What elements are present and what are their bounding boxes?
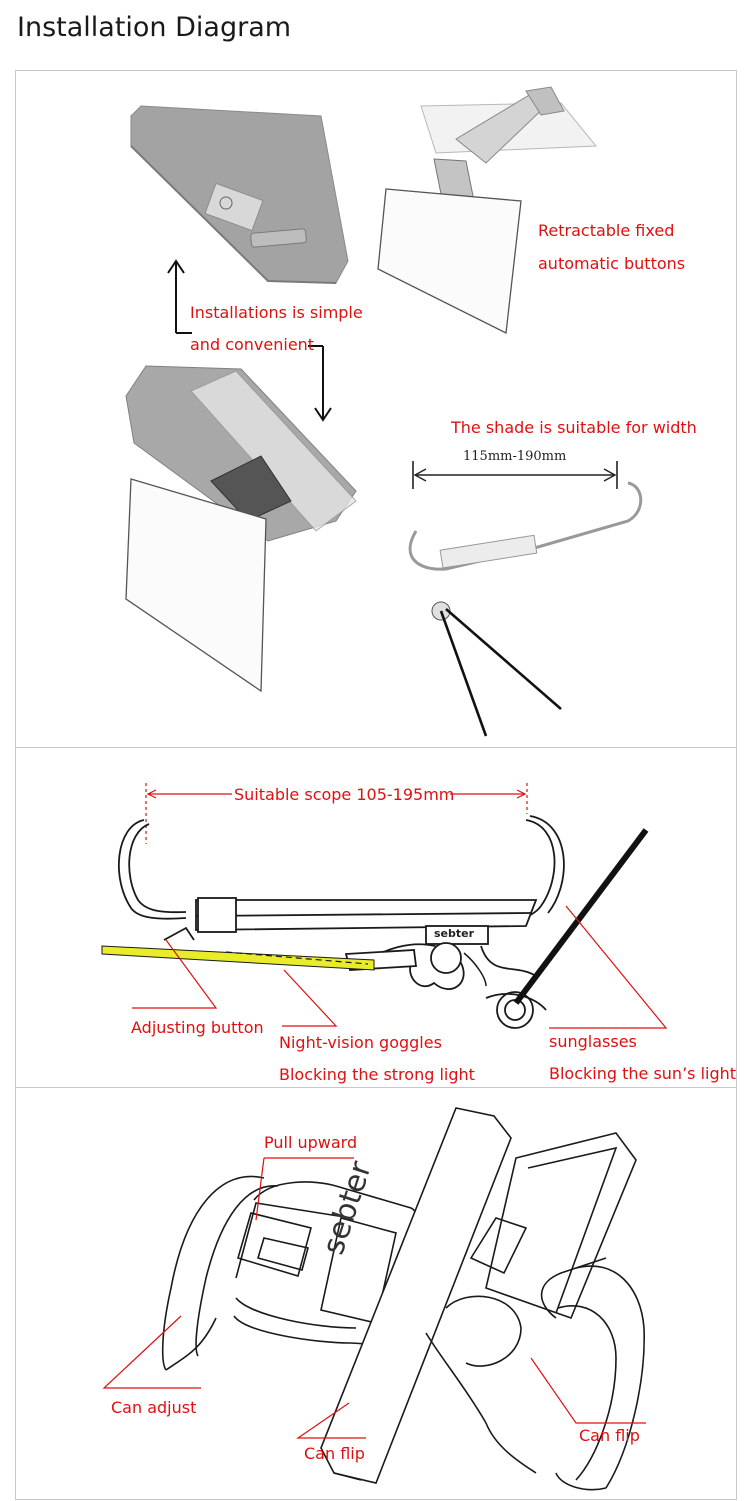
- brand-logo: sebter: [434, 927, 475, 940]
- panel-functions: Suitable scope 105-195mm sebter Adjustin…: [15, 747, 737, 1088]
- label-sunglasses-line2: Blocking the sun’s light: [549, 1064, 737, 1083]
- label-adjusting-button: Adjusting button: [131, 1018, 264, 1037]
- clip-detail-illustration: [102, 1107, 646, 1491]
- label-install-line2: and convenient: [190, 335, 315, 354]
- label-can-flip-left: Can flip: [304, 1444, 365, 1463]
- label-shade-width: The shade is suitable for width: [451, 418, 697, 437]
- label-pull-upward: Pull upward: [264, 1133, 358, 1152]
- label-retractable-line1: Retractable fixed: [538, 221, 675, 240]
- scope-dimension: [145, 783, 528, 844]
- label-retractable-line2: automatic buttons: [538, 254, 686, 273]
- panel-installation-steps: Retractable fixed automatic buttons Inst…: [15, 70, 737, 748]
- label-suitable-scope: Suitable scope 105-195mm: [234, 785, 455, 804]
- leader-lines: [132, 905, 668, 1029]
- night-vision-lens: [101, 945, 375, 971]
- visor-extender-image: [377, 86, 598, 334]
- leader-lines-detail: [102, 1157, 646, 1439]
- label-can-flip-right: Can flip: [579, 1426, 640, 1445]
- dimension-width: 115mm-190mm: [463, 449, 567, 464]
- label-install-line1: Installations is simple: [190, 303, 363, 322]
- page-title: Installation Diagram: [17, 12, 292, 43]
- sunglasses-lens: [513, 828, 649, 1005]
- label-night-vision-line1: Night-vision goggles: [279, 1033, 442, 1052]
- functions-illustration: [101, 783, 668, 1029]
- install-arrows: [167, 259, 332, 422]
- label-can-adjust: Can adjust: [111, 1398, 197, 1417]
- clip-line-drawing: [161, 1107, 645, 1491]
- clip-body: [118, 815, 565, 1029]
- sun-visor-image: [130, 105, 349, 284]
- installed-visor-image: [125, 365, 357, 693]
- panel-clip-detail: sebter Pull upward Can adjust Can flip C…: [15, 1087, 737, 1500]
- label-night-vision-line2: Blocking the strong light: [279, 1065, 475, 1084]
- installation-illustration: [125, 86, 643, 737]
- label-sunglasses-line1: sunglasses: [549, 1032, 637, 1051]
- width-measure-image: [408, 461, 643, 737]
